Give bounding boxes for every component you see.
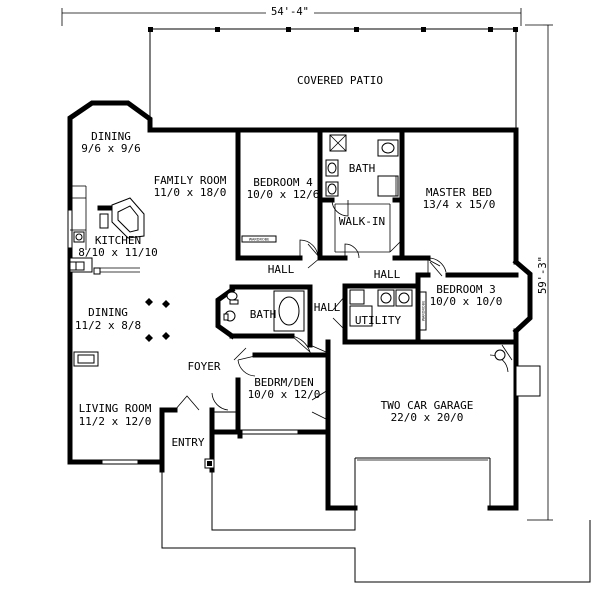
room-labels: COVERED PATIO DINING 9/6 x 9/6 FAMILY RO… — [75, 74, 503, 449]
kitchen-size: 8/10 x 11/10 — [78, 246, 157, 259]
width-dimension: 54'-4" — [271, 6, 309, 18]
master-bed-label: MASTER BED — [426, 186, 492, 199]
entry-label: ENTRY — [171, 436, 204, 449]
hall-bath-label: BATH — [250, 308, 277, 321]
dining-top-size: 9/6 x 9/6 — [81, 142, 141, 155]
bedrm-den-size: 10/0 x 12/0 — [248, 388, 321, 401]
family-room-label: FAMILY ROOM — [154, 174, 227, 187]
garage-label: TWO CAR GARAGE — [381, 399, 474, 412]
interior-walls — [97, 127, 519, 435]
dining-top-label: DINING — [91, 130, 131, 143]
living-room-size: 11/2 x 12/0 — [79, 415, 152, 428]
bedroom3-label: BEDROOM 3 — [436, 283, 496, 296]
depth-dimension: 59'-3" — [537, 256, 549, 294]
hall-center-label: HALL — [314, 301, 341, 314]
covered-patio-label: COVERED PATIO — [297, 74, 383, 87]
exterior-walls — [67, 100, 533, 511]
covered-patio — [148, 27, 518, 128]
dining-main-size: 11/2 x 8/8 — [75, 319, 141, 332]
living-room-label: LIVING ROOM — [79, 402, 152, 415]
doors — [174, 199, 513, 421]
foyer-label: FOYER — [187, 360, 220, 373]
master-bed-size: 13/4 x 15/0 — [423, 198, 496, 211]
svg-text:WARDROBE: WARDROBE — [249, 238, 270, 242]
bedrm-den-label: BEDRM/DEN — [254, 376, 314, 389]
bedroom3-size: 10/0 x 10/0 — [430, 295, 503, 308]
hall-right-label: HALL — [374, 268, 401, 281]
family-room-size: 11/0 x 18/0 — [154, 186, 227, 199]
kitchen-label: KITCHEN — [95, 234, 141, 247]
svg-text:WARDROBE: WARDROBE — [422, 301, 426, 322]
fixtures: WARDROBE WARDROBE — [69, 134, 591, 583]
hall-left-label: HALL — [268, 263, 295, 276]
garage-size: 22/0 x 20/0 — [391, 411, 464, 424]
master-bath-label: BATH — [349, 162, 376, 175]
windows — [67, 127, 533, 465]
bedroom4-size: 10/0 x 12/6 — [247, 188, 320, 201]
bedroom4-label: BEDROOM 4 — [253, 176, 313, 189]
utility-label: UTILITY — [355, 314, 402, 327]
dining-main-label: DINING — [88, 306, 128, 319]
walk-in-label: WALK-IN — [339, 215, 385, 228]
